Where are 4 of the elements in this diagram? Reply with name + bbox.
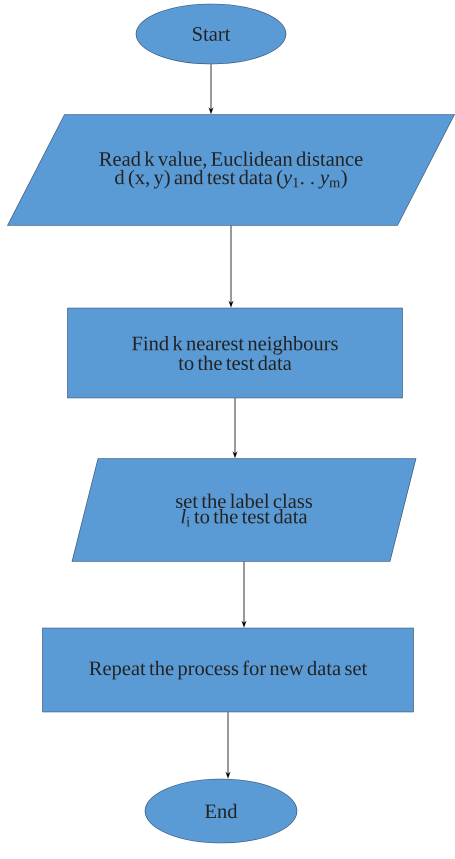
process-box: Repeat the process for new data set	[42, 628, 414, 712]
input-output-parallelogram: set the label class l$_{i}$ to the test data	[72, 458, 416, 562]
input-output-parallelogram: Read k value, Euclidean distance d (x, y) and test data (y$_{1}$. . y$_{m}$)	[7, 114, 455, 226]
process-box: Find k nearest neighbours to the test data	[67, 308, 403, 398]
